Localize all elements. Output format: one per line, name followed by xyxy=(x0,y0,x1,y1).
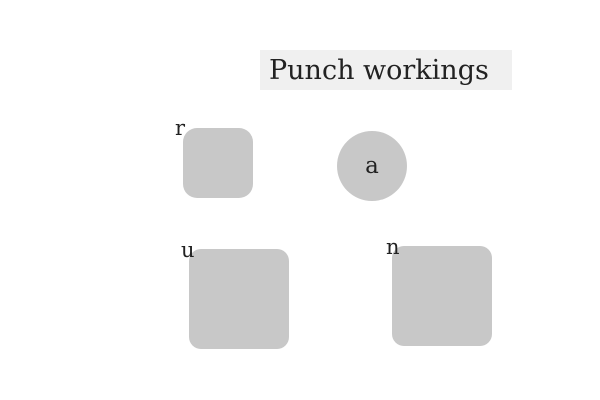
rounded-square-n xyxy=(392,246,492,346)
label-u: u xyxy=(181,238,195,262)
circle-a: a xyxy=(337,131,407,201)
rounded-square-u xyxy=(189,249,289,349)
label-r: r xyxy=(175,116,186,140)
label-a: a xyxy=(365,152,379,179)
title-box: Punch workings xyxy=(260,50,512,90)
label-n: n xyxy=(386,235,400,259)
rounded-square-r xyxy=(183,128,253,198)
page-title: Punch workings xyxy=(269,54,489,86)
